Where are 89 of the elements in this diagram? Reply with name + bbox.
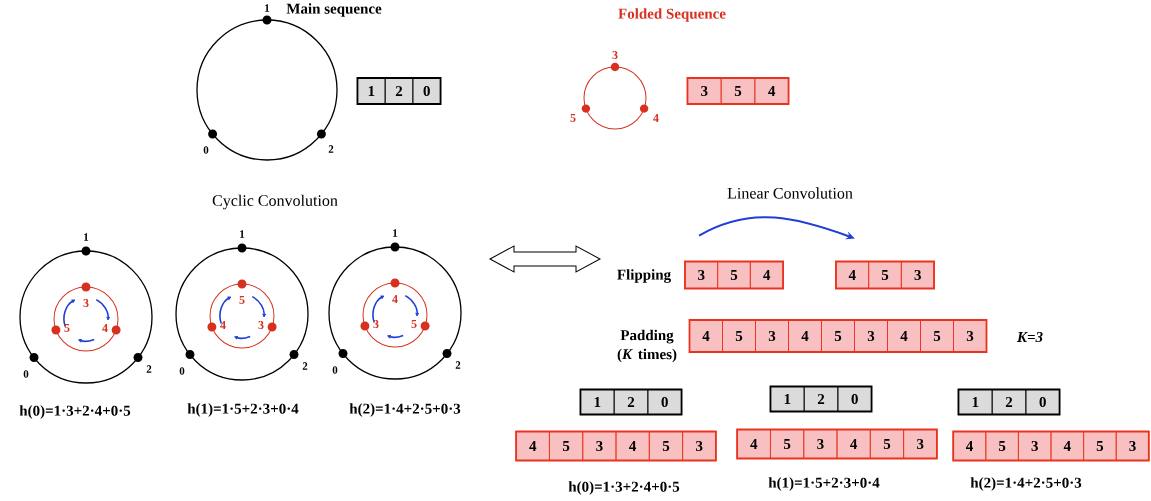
section-title: Cyclic Convolution [212, 194, 338, 210]
step-label: Padding (K times) [617, 329, 677, 363]
sequence-cell: 3 [854, 319, 888, 353]
sequence-cell: 0 [1025, 389, 1060, 415]
point-label: 4 [220, 321, 226, 329]
point-label: 4 [653, 114, 659, 122]
sequence-cell: 2 [384, 77, 414, 105]
sequence-cell: 5 [985, 431, 1019, 461]
sequence-cell: 2 [613, 389, 649, 415]
point-label: 2 [146, 365, 152, 373]
sequence-cell: 3 [953, 319, 987, 353]
sequence-cell: 5 [648, 431, 684, 461]
sequence-cell: 0 [412, 77, 441, 105]
point-label: 2 [302, 362, 308, 370]
sequence-cell: 2 [991, 389, 1027, 415]
sequence-cell: 1 [580, 389, 615, 415]
sequence-cell: 5 [549, 431, 584, 461]
point-label: 1 [393, 229, 398, 237]
point-label: 3 [612, 50, 618, 60]
sequence-cell: 3 [1115, 431, 1150, 461]
sequence-cell: 5 [1083, 431, 1117, 461]
sequence-cell: 4 [749, 261, 784, 289]
sequence-cell: 4 [887, 319, 921, 353]
point-label: 2 [455, 361, 461, 369]
sequence-cell: 4 [689, 319, 723, 353]
point-label: 3 [373, 319, 379, 329]
sequence-cell: 3 [903, 429, 938, 459]
sequence-cell: 2 [803, 386, 839, 412]
sequence-cell: 0 [647, 389, 682, 415]
point-label: 1 [265, 4, 270, 12]
sequence-cell: 4 [736, 429, 771, 459]
sequence-cell: 1 [357, 77, 386, 105]
formula-text: h(1)=1·5+2·3+0·4 [768, 477, 880, 491]
formula-text: h(1)=1·5+2·3+0·4 [187, 403, 299, 417]
point-label: 1 [84, 233, 89, 241]
sequence-array [736, 428, 938, 460]
formula-text: h(0)=1·3+2·4+0·5 [568, 481, 680, 495]
sequence-cell: 3 [684, 261, 719, 289]
point-label: 5 [239, 296, 245, 304]
point-label: 3 [258, 320, 264, 330]
sequence-cell: 5 [722, 319, 756, 353]
sequence-cell: 4 [836, 429, 871, 459]
step-label: Flipping [617, 269, 671, 283]
section-title: Linear Convolution [727, 187, 853, 199]
parameter-label: K=3 [1016, 331, 1043, 343]
point-label: 4 [392, 295, 398, 303]
sequence-cell: 1 [770, 386, 805, 412]
sequence-cell: 4 [952, 431, 987, 461]
sequence-cell: 1 [958, 389, 993, 415]
sequence-cell: 4 [788, 319, 822, 353]
sequence-cell: 3 [900, 261, 935, 289]
formula-text: h(0)=1·3+2·4+0·5 [19, 405, 131, 419]
point-label: 0 [332, 366, 338, 374]
point-label: 3 [83, 298, 89, 308]
sequence-cell: 3 [1018, 431, 1052, 461]
sequence-cell: 5 [920, 319, 954, 353]
sequence-cell: 4 [515, 431, 550, 461]
sequence-cell: 3 [682, 431, 717, 461]
sequence-cell: 5 [821, 319, 855, 353]
sequence-cell: 4 [615, 431, 650, 461]
formula-text: h(2)=1·4+2·5+0·3 [970, 477, 1082, 491]
point-label: 5 [570, 114, 576, 122]
sequence-cell: 3 [803, 429, 838, 459]
point-label: 0 [179, 367, 185, 375]
sequence-cell: 5 [770, 429, 805, 459]
section-title: Main sequence [286, 3, 382, 17]
sequence-array [952, 430, 1150, 462]
point-label: 0 [203, 146, 209, 154]
point-label: 4 [102, 324, 108, 332]
sequence-array [515, 430, 717, 462]
sequence-cell: 5 [720, 77, 756, 105]
sequence-cell: 3 [755, 319, 789, 353]
point-label: 1 [240, 230, 245, 238]
point-label: 0 [23, 370, 29, 378]
formula-text: h(2)=1·4+2·5+0·3 [349, 403, 461, 417]
point-label: 5 [64, 324, 70, 332]
sequence-cell: 5 [869, 429, 905, 459]
section-title: Folded Sequence [618, 8, 726, 22]
sequence-cell: 4 [754, 77, 789, 105]
sequence-cell: 4 [1050, 431, 1084, 461]
sequence-array [688, 319, 988, 353]
point-label: 5 [411, 320, 417, 328]
sequence-cell: 3 [687, 77, 722, 105]
sequence-cell: 3 [582, 431, 617, 461]
sequence-cell: 4 [835, 261, 870, 289]
sequence-cell: 5 [868, 261, 902, 289]
point-label: 2 [328, 145, 334, 153]
sequence-cell: 0 [837, 386, 872, 412]
sequence-cell: 5 [717, 261, 751, 289]
